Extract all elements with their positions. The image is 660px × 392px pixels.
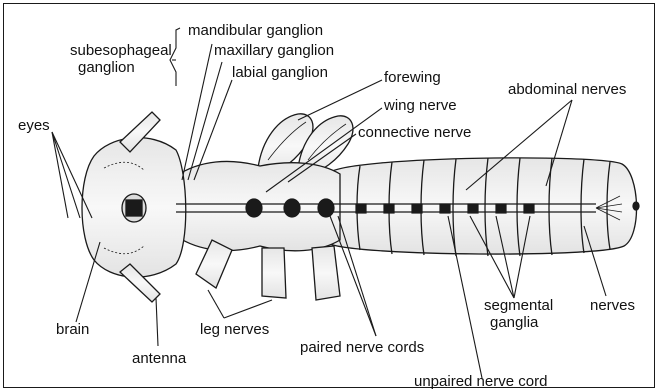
label-abdominal-nerves: abdominal nerves <box>508 81 626 98</box>
label-segmental-line1: segmental <box>484 297 553 314</box>
label-eyes: eyes <box>18 117 50 134</box>
abdomen-drawing <box>330 158 639 256</box>
label-connective-nerve: connective nerve <box>358 124 471 141</box>
label-labial-ganglion: labial ganglion <box>232 64 328 81</box>
label-wing-nerve: wing nerve <box>383 97 457 114</box>
label-mandibular-ganglion: mandibular ganglion <box>188 22 323 39</box>
label-subesophageal-line1: subesophageal <box>70 42 172 59</box>
label-nerves: nerves <box>590 297 635 314</box>
label-leg-nerves: leg nerves <box>200 321 269 338</box>
label-brain: brain <box>56 321 89 338</box>
label-antenna: antenna <box>132 350 187 367</box>
label-subesophageal-line2: ganglion <box>78 59 135 76</box>
label-unpaired-nerve-cord: unpaired nerve cord <box>414 373 547 390</box>
label-segmental-line2: ganglia <box>490 314 539 331</box>
label-paired-nerve-cords: paired nerve cords <box>300 339 424 356</box>
label-maxillary-ganglion: maxillary ganglion <box>214 42 334 59</box>
legs-drawing <box>196 240 340 300</box>
label-forewing: forewing <box>384 69 441 86</box>
head-drawing <box>82 112 186 302</box>
